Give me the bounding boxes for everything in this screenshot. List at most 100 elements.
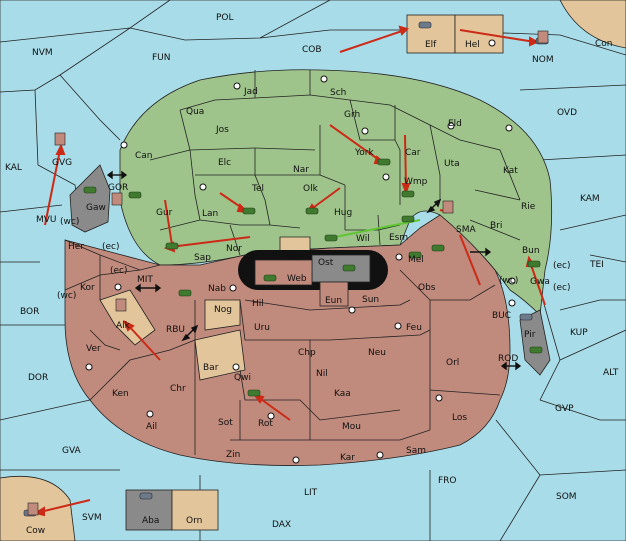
region-labels: POL NVM FUN COB Elf Hel NOM Con KAL GVG … bbox=[5, 13, 619, 536]
region-label-hug: Hug bbox=[334, 208, 352, 218]
flag-icon bbox=[27, 502, 39, 516]
region-label-gur: Gur bbox=[156, 208, 173, 218]
tank-icon bbox=[263, 274, 277, 282]
region-label-nil: Nil bbox=[316, 369, 328, 379]
tank-icon bbox=[377, 158, 391, 166]
region-elf[interactable] bbox=[406, 14, 456, 54]
flag-icon bbox=[111, 192, 123, 206]
region-label-kaa: Kaa bbox=[334, 389, 351, 399]
region-label-grh: Grh bbox=[344, 110, 360, 120]
region-label-sap: Sap bbox=[194, 253, 211, 263]
flag-icon bbox=[442, 200, 454, 214]
region-label-pir: Pir bbox=[524, 330, 536, 340]
region-label-bun: Bun bbox=[522, 246, 540, 256]
region-label-eun: Eun bbox=[325, 296, 342, 306]
ship-icon bbox=[519, 313, 533, 321]
tank-icon bbox=[527, 260, 541, 268]
region-label-hil: Hil bbox=[252, 299, 264, 309]
region-label-skr: Skr bbox=[286, 253, 301, 263]
region-eun[interactable] bbox=[319, 281, 349, 307]
move-orders bbox=[33, 25, 546, 517]
tank-icon bbox=[165, 242, 179, 250]
region-label-buc: BUC bbox=[492, 311, 511, 321]
ship-icon bbox=[139, 492, 153, 500]
region-label-qwi: Qwi bbox=[234, 373, 251, 383]
region-green-north[interactable] bbox=[119, 69, 553, 316]
region-label-tei: TEI bbox=[589, 260, 604, 270]
region-label-car: Car bbox=[405, 148, 421, 158]
region-label-tel: Tel bbox=[251, 184, 264, 194]
region-label-kor: Kor bbox=[80, 283, 95, 293]
region-alk[interactable] bbox=[99, 289, 156, 346]
region-orn[interactable] bbox=[171, 489, 219, 531]
region-label-qua: Qua bbox=[186, 107, 204, 117]
region-label-bar: Bar bbox=[203, 363, 219, 373]
region-label-cow: Cow bbox=[26, 526, 45, 536]
region-label-mou: Mou bbox=[342, 422, 361, 432]
region-label-uru: Uru bbox=[254, 323, 270, 333]
region-label-sma: SMA bbox=[456, 225, 476, 235]
region-label-ken: Ken bbox=[112, 389, 129, 399]
region-label-york: York bbox=[354, 148, 375, 158]
region-label-esm: Esm bbox=[389, 233, 408, 243]
flag-icon bbox=[537, 30, 549, 44]
region-label-los: Los bbox=[452, 413, 467, 423]
tank-icon bbox=[324, 234, 338, 242]
region-label-gva: GVA bbox=[62, 446, 82, 456]
tank-icon bbox=[83, 186, 97, 194]
region-label-can: Can bbox=[135, 151, 153, 161]
region-label-lit: LIT bbox=[304, 488, 318, 498]
region-label-con: Con bbox=[595, 39, 613, 49]
region-label-zin: Zin bbox=[226, 450, 240, 460]
region-label-neu: Neu bbox=[368, 348, 386, 358]
region-label-rbu: RBU bbox=[166, 325, 185, 335]
region-label-chr: Chr bbox=[170, 384, 186, 394]
region-label-obs: Obs bbox=[418, 283, 436, 293]
region-label-sam: Sam bbox=[406, 446, 426, 456]
region-label-nog: Nog bbox=[214, 305, 232, 315]
region-label-nvm: NVM bbox=[32, 48, 53, 58]
region-label-sun: Sun bbox=[362, 295, 379, 305]
region-label-kal: KAL bbox=[5, 163, 22, 173]
tank-icon bbox=[242, 207, 256, 215]
region-label-chp: Chp bbox=[298, 348, 316, 358]
region-label-web: Web bbox=[287, 274, 307, 284]
region-label-ec2: (ec) bbox=[553, 261, 571, 271]
region-label-rod: ROD bbox=[498, 354, 518, 364]
region-label-pol: POL bbox=[216, 13, 234, 23]
region-label-svm: SVM bbox=[82, 513, 102, 523]
region-label-wmp: Wmp bbox=[404, 177, 428, 187]
region-label-sot: Sot bbox=[218, 418, 233, 428]
region-label-kam: KAM bbox=[580, 194, 600, 204]
tank-icon bbox=[408, 251, 422, 259]
tank-icon bbox=[431, 244, 445, 252]
tank-icon bbox=[401, 215, 415, 223]
region-label-kar: Kar bbox=[340, 453, 355, 463]
region-label-eld: Eld bbox=[448, 119, 462, 129]
region-label-orl: Orl bbox=[446, 358, 459, 368]
region-nog[interactable] bbox=[204, 299, 241, 331]
region-label-hel: Hel bbox=[465, 40, 480, 50]
region-label-ec4: (ec) bbox=[553, 283, 571, 293]
region-label-lan: Lan bbox=[202, 209, 218, 219]
region-label-olk: Olk bbox=[303, 184, 319, 194]
region-label-alt: ALT bbox=[603, 368, 619, 378]
region-label-her: Her bbox=[68, 242, 84, 252]
region-label-wc3: (wc) bbox=[499, 276, 518, 286]
tank-icon bbox=[305, 207, 319, 215]
flag-icon bbox=[54, 132, 66, 146]
region-label-nab: Nab bbox=[208, 284, 226, 294]
region-label-kat: Kat bbox=[503, 166, 518, 176]
units bbox=[23, 21, 549, 517]
region-label-mit: MIT bbox=[137, 275, 153, 285]
region-label-bri: Bri bbox=[490, 221, 502, 231]
region-label-mvu: MVU bbox=[36, 215, 57, 225]
region-gaw[interactable] bbox=[69, 164, 111, 233]
region-bar[interactable] bbox=[194, 329, 246, 381]
region-label-gvg: GVG bbox=[52, 158, 72, 168]
convoy-markers bbox=[106, 170, 522, 371]
tank-icon bbox=[529, 346, 543, 354]
region-pir[interactable] bbox=[519, 309, 551, 376]
region-label-elc: Elc bbox=[218, 158, 231, 168]
